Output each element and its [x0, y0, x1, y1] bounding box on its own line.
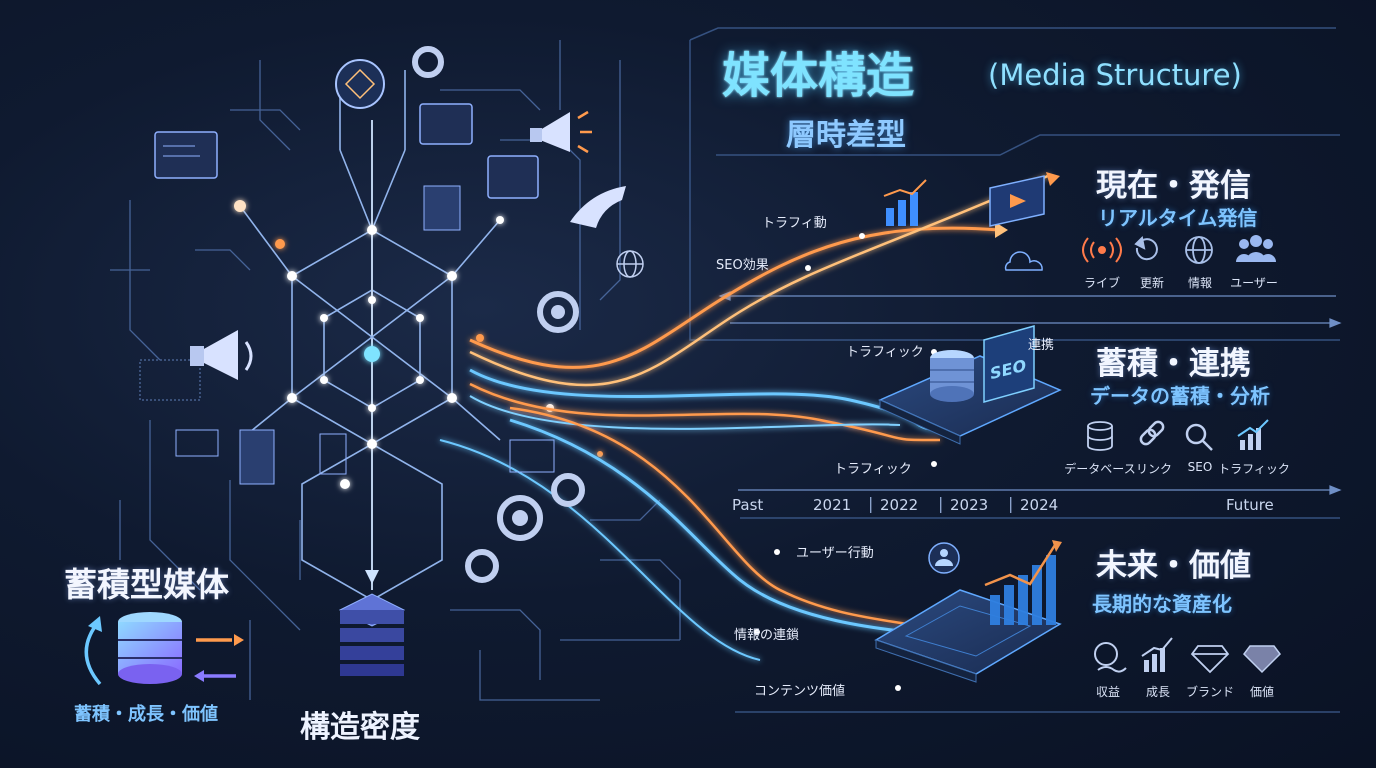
network-nodes	[234, 200, 603, 489]
hex-network	[239, 70, 501, 601]
flow-label-user-action: ユーザー行動	[796, 546, 874, 561]
icon-label-database: データベース	[1064, 462, 1136, 476]
icon-label-user: ユーザー	[1230, 276, 1278, 290]
magnifier-icon	[1185, 423, 1213, 451]
trend-chart-icon	[1237, 419, 1269, 450]
flow-label-renkei: 連携	[1028, 338, 1055, 353]
growth-chart-icon	[1141, 637, 1173, 672]
megaphone-icon	[190, 330, 253, 380]
main-title: 媒体構造	[722, 48, 915, 104]
icon-label-traffic: トラフィック	[1218, 462, 1290, 476]
structure-density-label: 構造密度	[300, 710, 420, 745]
timeline-year-2024: 2024	[1020, 496, 1059, 514]
timeline-year-2023: 2023	[950, 496, 989, 514]
left-panel-subtitle: 蓄積・成長・価値	[74, 704, 218, 725]
globe-icon	[1185, 236, 1213, 264]
icon-label-link: リンク	[1135, 462, 1172, 476]
section-title-accumulate: 蓄積・連携	[1096, 346, 1251, 382]
future-bar-chart	[984, 540, 1062, 625]
icon-label-info: 情報	[1187, 276, 1212, 290]
gear-teeth	[512, 305, 565, 526]
icon-label-value: 価値	[1249, 685, 1274, 699]
coin-icon	[1094, 642, 1127, 673]
icon-label-seo: SEO	[1187, 460, 1213, 474]
circuit-traces	[110, 40, 681, 701]
flow-label-content-value: コンテンツ価値	[754, 684, 846, 699]
main-title-english: (Media Structure)	[988, 58, 1242, 92]
megaphone-icon-top	[530, 110, 592, 154]
flow-label-seo-effect: SEO効果	[716, 258, 769, 273]
database-platform	[878, 325, 1062, 445]
section-subtitle-present: リアルタイム発信	[1098, 206, 1258, 230]
down-arrow	[365, 570, 379, 584]
flow-arrow-top	[995, 222, 1008, 238]
timeline-year-2021: 2021	[813, 496, 852, 514]
live-broadcast-icon	[1082, 237, 1122, 263]
section-subtitle-accumulate: データの蓄積・分析	[1090, 384, 1270, 408]
timeline-future: Future	[1226, 496, 1274, 514]
timeline-year-2022: 2022	[880, 496, 919, 514]
icon-label-update: 更新	[1139, 276, 1164, 290]
globe-icon-deco	[616, 250, 644, 278]
link-icon	[1139, 420, 1165, 446]
timeline-axes	[718, 291, 1342, 495]
left-decorations	[139, 103, 555, 485]
refresh-icon	[1134, 235, 1158, 261]
flow-label-info-chain: 情報の連鎖	[734, 628, 800, 643]
section-title-present: 現在・発信	[1096, 168, 1251, 204]
left-cycle-arrows	[84, 616, 244, 686]
main-subtitle: 層時差型	[786, 118, 906, 153]
flow-label-traffic-mid: トラフィック	[846, 345, 924, 360]
section-subtitle-future: 長期的な資産化	[1092, 592, 1232, 616]
icon-label-live: ライブ	[1083, 276, 1120, 290]
frame-lines	[689, 27, 1340, 713]
diamond-icon	[1190, 645, 1230, 674]
left-database-icon	[118, 612, 182, 684]
trend-chart-top	[883, 179, 927, 226]
users-icon	[1236, 235, 1276, 262]
section-title-future: 未来・価値	[1096, 548, 1251, 584]
timeline-past: Past	[732, 496, 764, 514]
icon-label-growth: 成長	[1145, 685, 1170, 699]
video-screen	[989, 175, 1045, 271]
hand-icon	[570, 186, 626, 228]
left-panel-title: 蓄積型媒体	[64, 565, 229, 604]
flow-arrow-up	[1046, 172, 1060, 186]
network-hub-icon	[335, 59, 385, 109]
icon-label-revenue: 収益	[1095, 685, 1120, 699]
gem-icon	[1243, 645, 1281, 674]
flow-label-traffic-low: トラフィック	[834, 462, 912, 477]
flow-label-traffic-top: トラフィ動	[762, 216, 827, 231]
users-bubble	[928, 542, 960, 574]
server-stack-icon	[338, 593, 406, 676]
database-icon	[1087, 421, 1113, 451]
icon-label-brand: ブランド	[1185, 685, 1234, 699]
gear-icon	[412, 46, 585, 583]
